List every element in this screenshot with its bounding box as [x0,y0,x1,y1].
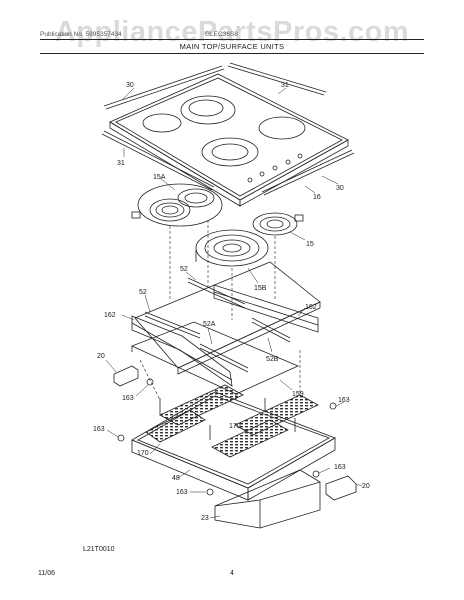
callout-31: 31 [281,82,289,89]
bracket-52-upper [187,277,246,309]
publication-number: Publication No. 5995357434 [40,31,122,38]
control-indicator [247,177,253,183]
rail-162-left [131,315,233,387]
control-indicator [259,171,265,177]
clip-20-left [113,365,139,387]
burner-outline [201,137,259,167]
control-indicator [297,153,303,159]
callout-30: 30 [336,185,344,192]
control-indicator [272,165,278,171]
support-bracket-frame [134,261,321,375]
callout-52A: 52A [203,321,216,328]
callout-163: 163 [122,395,134,402]
gasket-strip-30-top [103,65,225,110]
callout-52B: 52B [266,356,279,363]
diagram-code: L21T0010 [83,546,115,553]
clip-20-right [325,475,357,501]
section-title: MAIN TOP/SURFACE UNITS [179,42,285,51]
bracket-52A [199,343,249,373]
bracket-52-left [144,311,201,339]
model-number: GLEC36S8 [205,31,238,38]
surface-unit-15 [252,212,304,236]
callout-170: 170 [229,423,241,430]
header-rule-top [40,39,424,40]
screw-163 [117,434,125,442]
screw-163 [146,378,154,386]
callout-23: 23 [201,515,209,522]
callout-20: 20 [362,483,370,490]
callout-15B: 15B [254,285,267,292]
callout-15: 15 [306,241,314,248]
callout-163: 163 [338,397,350,404]
callout-48: 48 [172,475,180,482]
callout-leaders [105,87,363,519]
callout-162: 162 [104,312,116,319]
burner-box-48 [131,384,336,501]
gasket-strip-31-left [101,130,215,191]
glass-cooktop [109,73,349,207]
surface-unit-15B [195,229,269,267]
callout-20: 20 [97,353,105,360]
control-indicator [285,159,291,165]
callout-163: 163 [334,464,346,471]
page-number: 4 [230,570,234,577]
burner-outline [180,95,236,125]
screw-163 [206,488,214,496]
callout-30: 30 [126,82,134,89]
callout-52: 52 [180,266,188,273]
callout-159: 159 [292,391,304,398]
gasket-strip-31-top [227,62,327,96]
callout-31: 31 [117,160,125,167]
callout-162: 162 [305,304,317,311]
callout-163: 163 [93,426,105,433]
surface-unit-15A [131,183,223,227]
burner-outline [258,116,306,140]
callout-15A: 15A [153,174,166,181]
burner-outline [142,113,182,133]
callout-16: 16 [313,194,321,201]
watermark: AppliancePartsPros.com [54,16,410,48]
assembly-guide-lines [139,220,301,401]
publication-date: 11/06 [38,570,55,577]
callout-52: 52 [139,289,147,296]
bottom-panel-23 [214,469,321,529]
screw-163 [329,402,337,410]
callout-170: 170 [137,450,149,457]
bracket-52B [251,317,291,343]
callout-163: 163 [176,489,188,496]
screw-163 [312,470,320,478]
header-rule-bottom [40,53,424,54]
